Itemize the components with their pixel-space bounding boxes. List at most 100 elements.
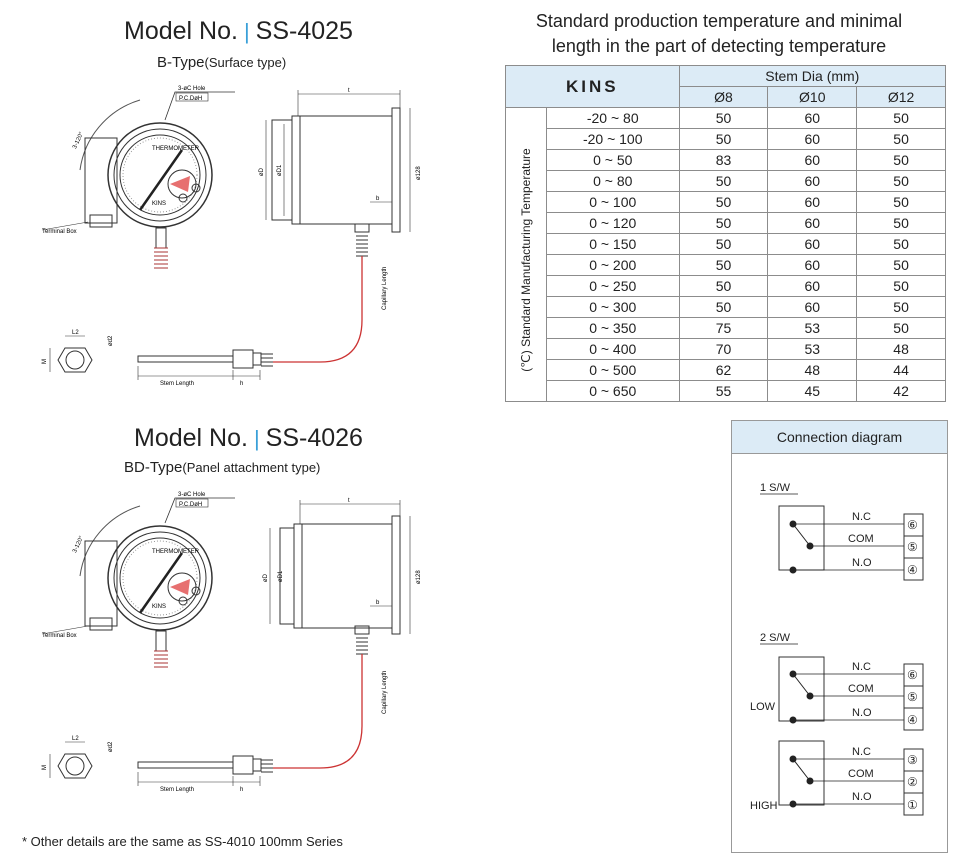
value-cell: 50 [856,107,946,129]
label-pcd: P.C.DøH [179,96,202,102]
drawing-ss4025: THERMOMETER KINS 3-øC Hole P.C.DøH 3-120… [41,86,422,387]
dial-kins: KINS [152,201,166,207]
label-b: b [376,600,380,606]
value-cell: 50 [856,296,946,318]
value-cell: 60 [767,107,858,129]
label-terminal-box: Terminal Box [42,633,77,639]
connection-diagram-title: Connection diagram [732,421,947,454]
temp-range-cell: -20 ~ 100 [545,128,680,150]
label-angle: 3-120° [72,131,85,150]
temp-range-cell: 0 ~ 650 [545,380,680,402]
model-prefix: Model No. [134,424,248,452]
model-prefix: Model No. [124,17,238,45]
model-number: SS-4025 [255,17,353,45]
low-box [778,656,825,722]
table-header-row-1: KINS Stem Dia (mm) [505,65,947,108]
vertical-temperature-label: (℃) Standard Manufacturing Temperature [518,148,533,372]
low-terminal-5: ⑤ [907,690,918,704]
value-cell: 48 [767,359,858,381]
table-title: Standard production temperature and mini… [500,9,938,59]
high-label: HIGH [750,800,778,812]
value-cell: 75 [678,317,769,339]
value-cell: 60 [767,149,858,171]
label-d1: øD1 [277,164,283,176]
high-terminal-3: ③ [907,753,918,767]
title-separator: | [253,426,260,451]
model-ss4026-type: BD-Type(Panel attachment type) [124,459,320,476]
label-angle: 3-120° [72,535,85,554]
temp-range-cell: 0 ~ 350 [545,317,680,339]
value-cell: 50 [856,170,946,192]
label-d1: øD1 [278,570,284,582]
label-d: øD [259,167,265,176]
value-cell: 48 [856,338,946,360]
value-cell: 50 [856,317,946,339]
low-terminal-4: ④ [907,713,918,727]
col-header-8: Ø8 [678,86,769,108]
label-stem-length: Stem Length [160,381,194,387]
label-m: M [42,765,48,770]
label-d2: ød2 [108,741,114,752]
label-d128: ø128 [416,166,422,180]
label-h: h [240,787,243,793]
label-d: øD [263,573,269,582]
value-cell: 50 [678,296,769,318]
dial-brand: THERMOMETER [152,146,200,152]
dial-kins: KINS [152,604,166,610]
sw1-terminal-4: ④ [907,563,918,577]
value-cell: 50 [856,149,946,171]
table-title-line1: Standard production temperature and mini… [535,11,903,31]
high-com: COM [848,768,874,780]
temp-range-cell: 0 ~ 400 [545,338,680,360]
table-header-row-2: Ø8 Ø10 Ø12 [506,86,946,108]
model-ss4026-title: Model No.|SS-4026 [134,424,363,453]
value-cell: 50 [856,212,946,234]
temp-range-cell: 0 ~ 250 [545,275,680,297]
col-header-12: Ø12 [856,86,946,108]
temp-range-cell: 0 ~ 150 [545,233,680,255]
temp-range-cell: 0 ~ 300 [545,296,680,318]
sw2-label: 2 S/W [760,632,791,644]
value-cell: 60 [767,254,858,276]
vertical-label-cell: (℃) Standard Manufacturing Temperature [505,120,546,400]
value-cell: 50 [856,128,946,150]
value-cell: 60 [767,128,858,150]
label-t: t [348,88,350,94]
value-cell: 45 [767,380,858,402]
temp-range-cell: 0 ~ 80 [545,170,680,192]
value-cell: 53 [767,317,858,339]
type-main: B-Type [157,54,205,71]
type-paren: (Surface type) [204,55,287,70]
value-cell: 50 [856,233,946,255]
sw1-label: 1 S/W [760,482,791,494]
temp-range-cell: 0 ~ 500 [545,359,680,381]
temp-range-cell: 0 ~ 200 [545,254,680,276]
value-cell: 70 [678,338,769,360]
value-cell: 44 [856,359,946,381]
value-cell: 50 [678,275,769,297]
value-cell: 62 [678,359,769,381]
value-cell: 60 [767,212,858,234]
label-t: t [348,498,350,504]
sw1-nc: N.C [852,511,871,523]
value-cell: 50 [678,212,769,234]
model-number: SS-4026 [265,424,363,452]
temp-range-cell: 0 ~ 100 [545,191,680,213]
sw1-com: COM [848,533,874,545]
dial-brand: THERMOMETER [152,549,200,555]
footnote: * Other details are the same as SS-4010 … [22,834,343,849]
label-pcd: P.C.DøH [179,502,202,508]
drawing-ss4026: THERMOMETER KINS 3-øC Hole P.C.DøH 3-120… [41,492,422,793]
label-h: h [240,381,243,387]
